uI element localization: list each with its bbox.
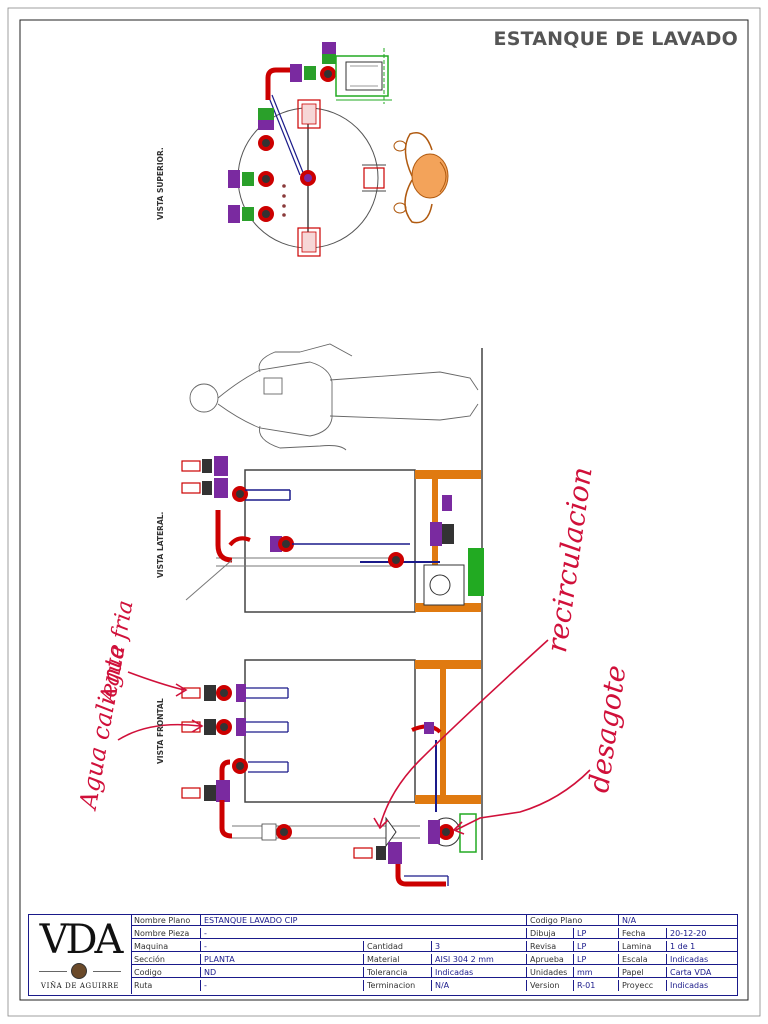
title-block-grid: Nombre Plano ESTANQUE LAVADO CIP Nombre … (131, 915, 737, 994)
tb-value: Carta VDA (667, 967, 737, 979)
tb-value: AISI 304 2 mm (432, 954, 527, 966)
top-view (228, 42, 449, 257)
tb-label: Tolerancia (364, 967, 432, 979)
tb-label: Aprueba (527, 954, 574, 966)
tb-value: 1 de 1 (667, 941, 737, 953)
tb-value: R-01 (574, 980, 619, 992)
front-view (181, 659, 481, 887)
tb-value: - (201, 941, 364, 953)
tb-label: Terminacion (364, 980, 432, 992)
tb-label: Dibuja (527, 928, 574, 940)
tank-side (244, 469, 416, 613)
tb-value: N/A (432, 980, 527, 992)
tb-value: LP (574, 954, 619, 966)
inner-frame (19, 19, 749, 1001)
tb-value: - (201, 928, 527, 940)
tb-label: Fecha (619, 928, 667, 940)
tb-label: Codigo Plano (527, 915, 619, 927)
side-view (181, 343, 484, 860)
operator-side-view (189, 343, 479, 451)
seal-icon (71, 963, 87, 979)
tb-label: Codigo (131, 967, 201, 979)
tb-label: Maquina (131, 941, 201, 953)
title-block: VDA VIÑA DE AGUIRRE Nombre Plano ESTANQU… (28, 914, 738, 996)
tb-value: LP (574, 928, 619, 940)
tb-value: LP (574, 941, 619, 953)
tb-value: mm (574, 967, 619, 979)
tb-label: Revisa (527, 941, 574, 953)
tank-front (244, 659, 416, 803)
tb-label: Lamina (619, 941, 667, 953)
tb-label: Nombre Pieza (131, 928, 201, 940)
tb-label: Escala (619, 954, 667, 966)
tb-value: 3 (432, 941, 527, 953)
pump-motor-top (335, 55, 389, 97)
tb-label: Nombre Plano (131, 915, 201, 927)
pump-motor-side (468, 548, 484, 596)
company-logo: VDA VIÑA DE AGUIRRE (29, 915, 132, 994)
tb-label: Material (364, 954, 432, 966)
tb-value: Indicadas (432, 967, 527, 979)
tb-value: N/A (619, 915, 737, 927)
tb-value: 20-12-20 (667, 928, 737, 940)
tb-label: Cantidad (364, 941, 432, 953)
tb-label: Ruta (131, 980, 201, 992)
view-label-front: VISTA FRONTAL (156, 698, 165, 764)
view-label-top: VISTA SUPERIOR. (156, 147, 165, 220)
logo-mark: VDA (39, 917, 124, 963)
tb-label: Sección (131, 954, 201, 966)
operator-top-view (393, 132, 449, 224)
annotation-arrows (117, 639, 591, 835)
tb-label: Papel (619, 967, 667, 979)
tb-value: Indicadas (667, 954, 737, 966)
tb-label: Proyecc (619, 980, 667, 992)
tb-label: Unidades (527, 967, 574, 979)
tb-value: ESTANQUE LAVADO CIP (201, 915, 527, 927)
tb-value: PLANTA (201, 954, 364, 966)
outer-frame (7, 7, 761, 1017)
view-label-side: VISTA LATERAL. (156, 511, 165, 578)
logo-subtitle: VIÑA DE AGUIRRE (40, 982, 120, 990)
tb-value: - (201, 980, 364, 992)
tb-value: ND (201, 967, 364, 979)
tb-label: Version (527, 980, 574, 992)
sheet-title: ESTANQUE DE LAVADO (493, 28, 738, 50)
tb-value: Indicadas (670, 981, 709, 990)
